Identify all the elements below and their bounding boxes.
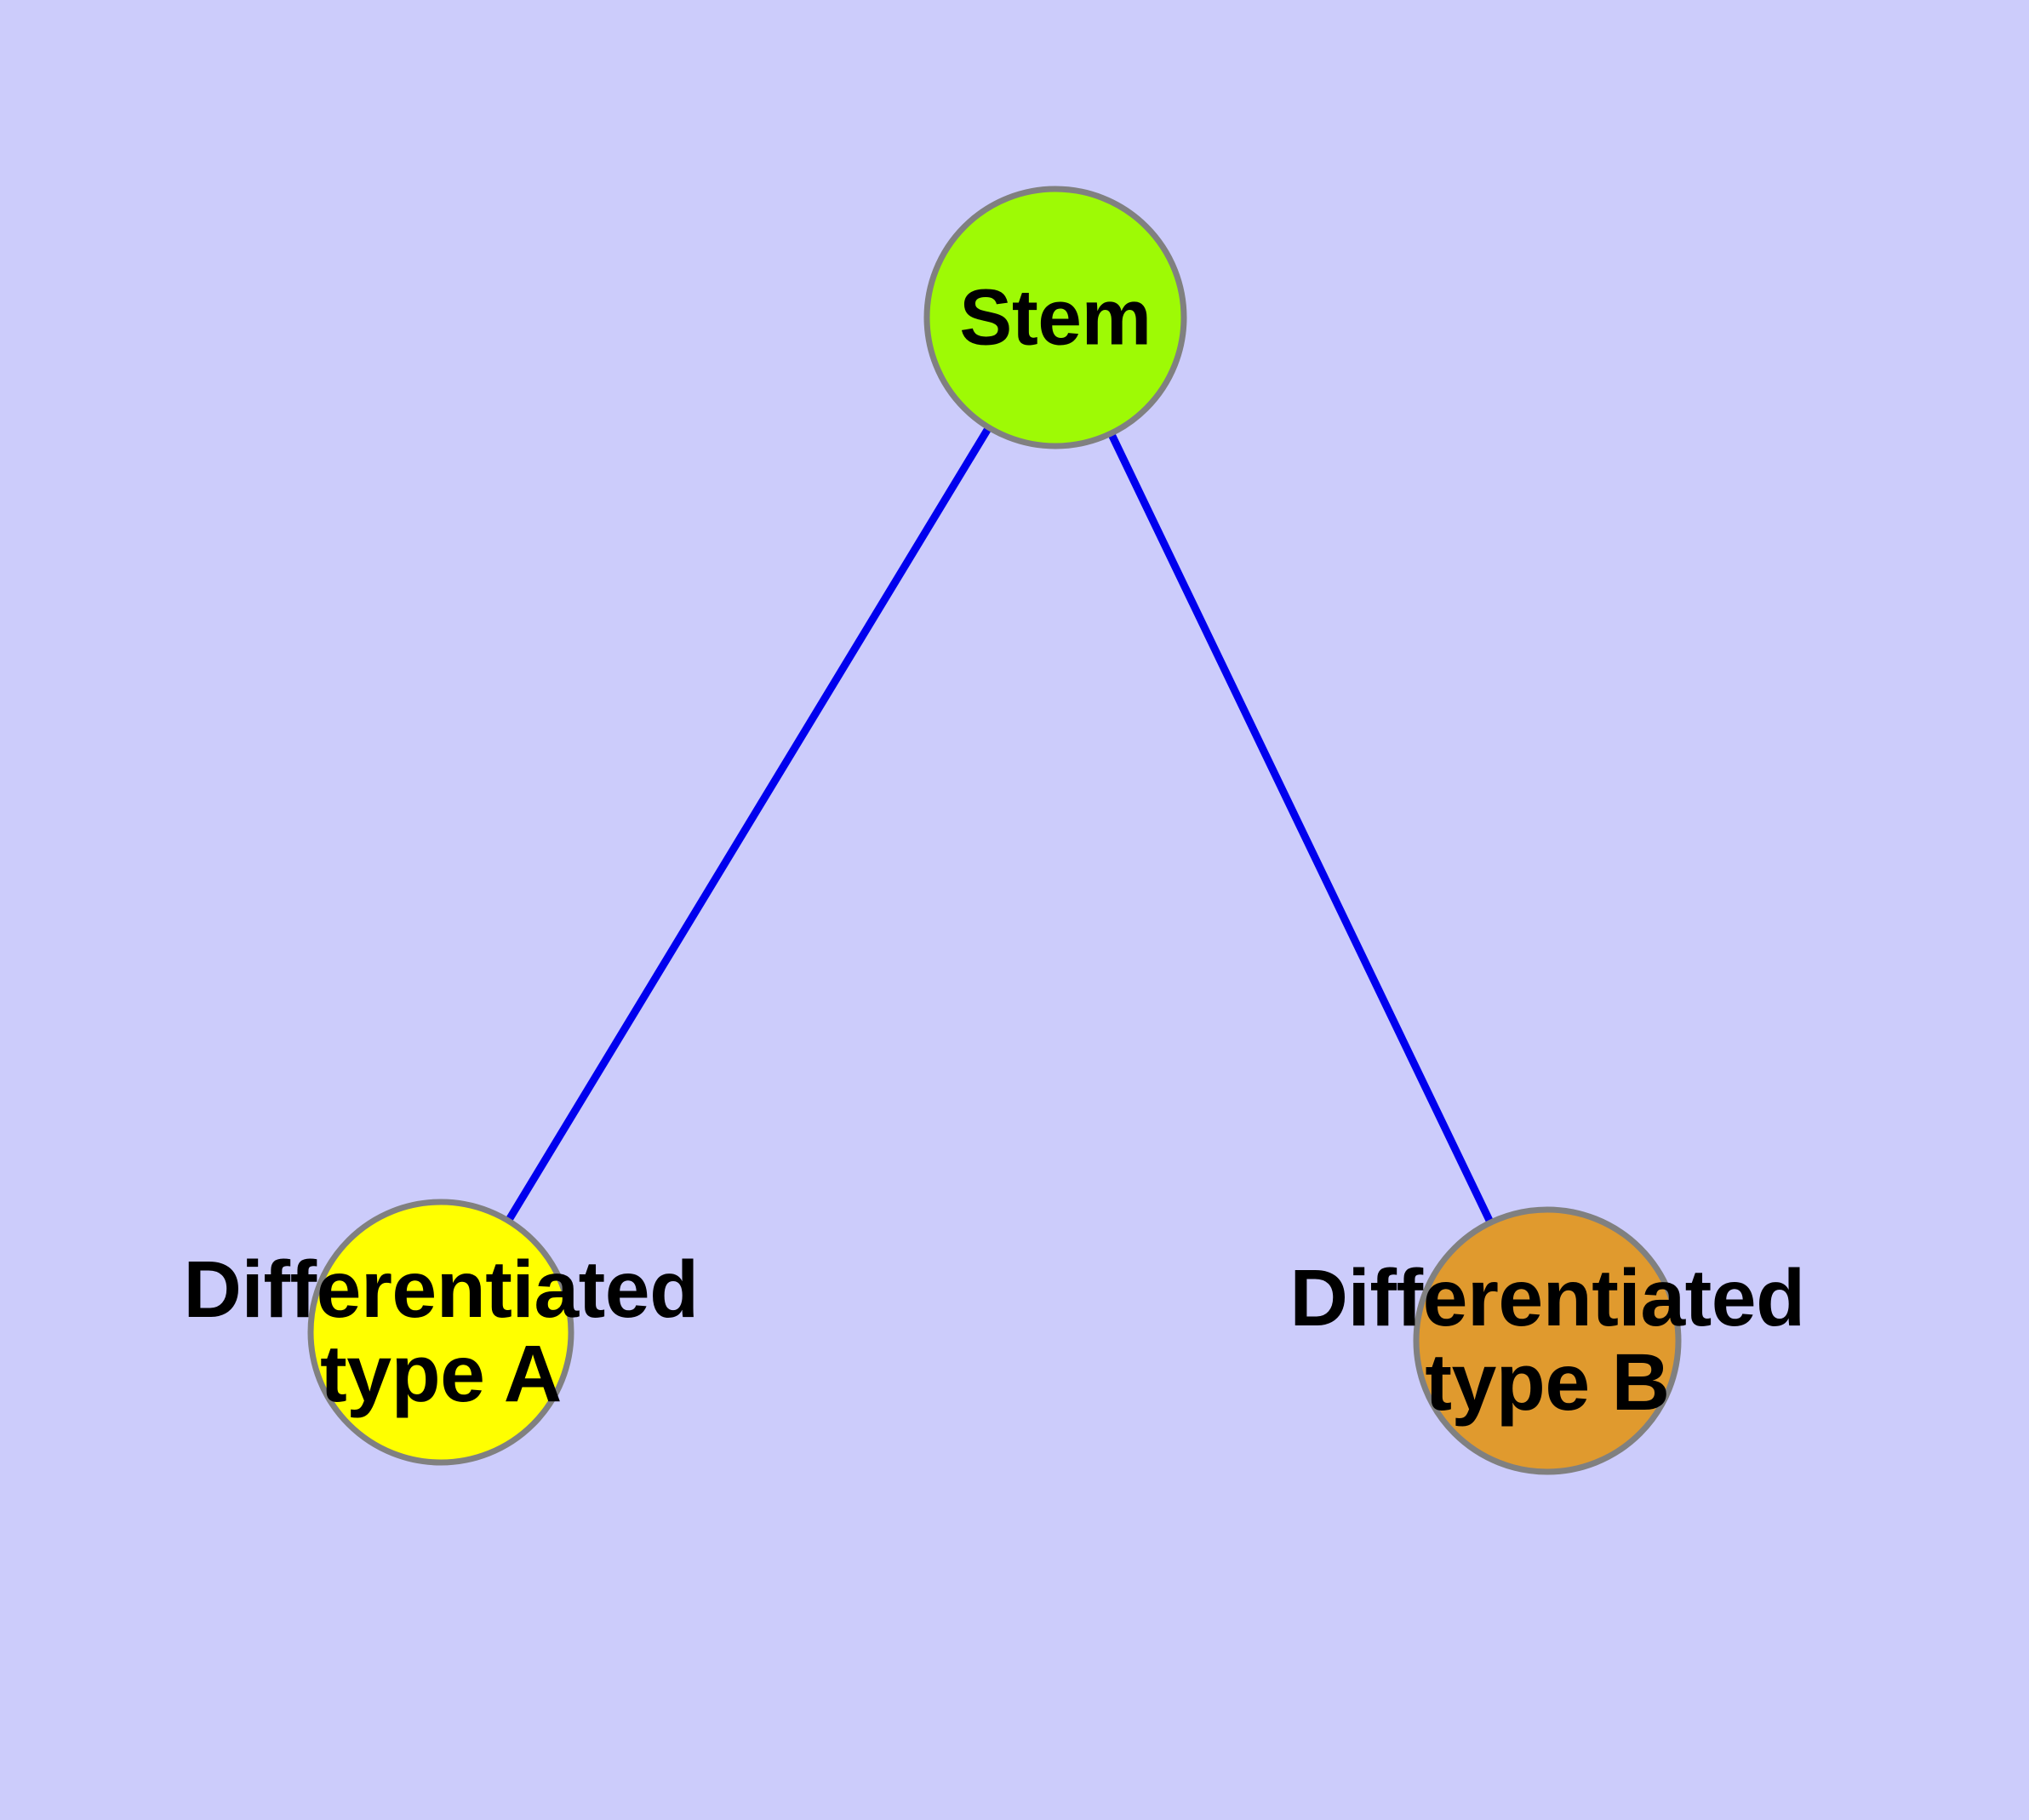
- graph-edge-stem-diff_b: [1108, 432, 1494, 1223]
- graph-edge-stem-diff_a: [506, 426, 992, 1222]
- graph-node-diff_a[interactable]: [307, 1199, 574, 1466]
- node-layer: [307, 186, 1682, 1475]
- graph-node-diff_b[interactable]: [1413, 1206, 1682, 1475]
- edge-layer: [506, 426, 1494, 1223]
- graph-node-stem[interactable]: [923, 186, 1187, 449]
